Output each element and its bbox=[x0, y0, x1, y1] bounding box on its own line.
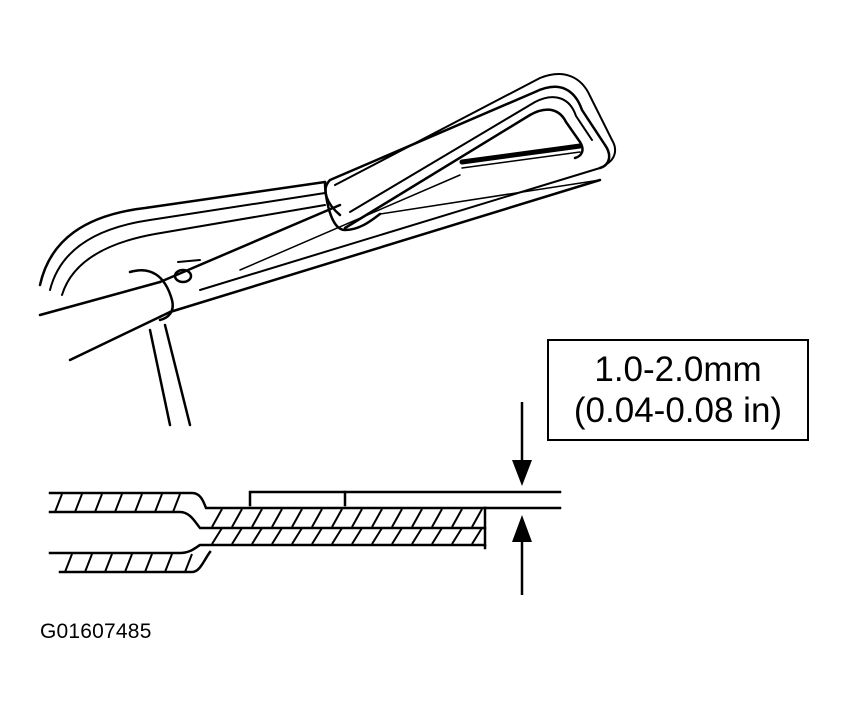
clearance-callout: 1.0-2.0mm (0.04-0.08 in) bbox=[547, 339, 809, 441]
clearance-imperial: (0.04-0.08 in) bbox=[573, 391, 783, 430]
clearance-metric: 1.0-2.0mm bbox=[594, 350, 762, 389]
hose-cross-section bbox=[48, 490, 562, 574]
pliers-tool-illustration bbox=[38, 73, 617, 427]
dimension-arrows bbox=[512, 402, 532, 595]
figure-code: G01607485 bbox=[40, 620, 152, 643]
hose-hatching bbox=[54, 493, 483, 573]
